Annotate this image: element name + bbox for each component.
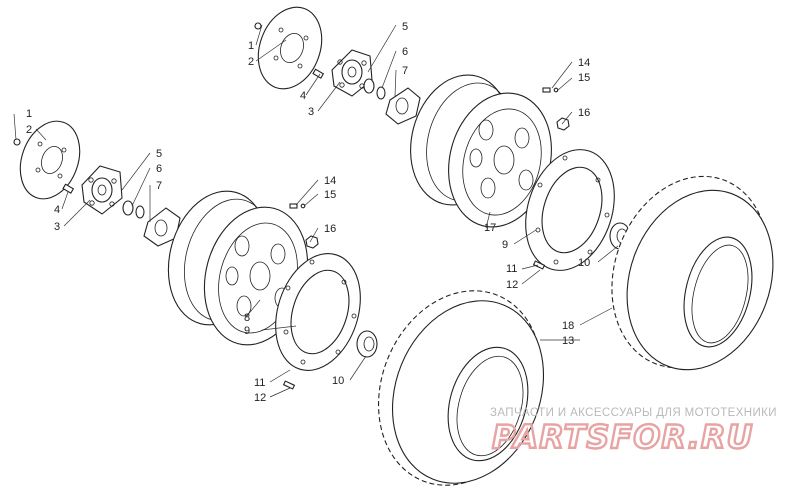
tire-lower [378,290,545,486]
hub-upper [331,49,373,97]
lug-nut-upper [556,117,570,131]
callout-b12: 12 [254,392,266,404]
hub-stud-upper [312,68,325,79]
callout-a1: 1 [248,40,254,52]
callout-a13: 13 [562,335,574,347]
callout-b16: 16 [324,223,336,235]
watermark-logo: PARTSFOR.RU [492,418,753,456]
valve-stem-lower [289,203,298,209]
rim-upper [410,74,552,228]
adapter-plate-upper [385,87,421,125]
callout-labels: 1 2 4 3 5 6 7 14 15 16 17 9 11 12 10 18 … [26,21,590,404]
watermark: ЗАПЧАСТИ И АКСЕССУАРЫ ДЛЯ МОТОТЕХНИКИ PA… [490,407,777,457]
beadlock-ring-lower [275,253,361,371]
valve-stem-upper [542,87,551,93]
callout-a5: 5 [402,21,408,33]
ring-bolt-upper [532,260,546,270]
callout-a6: 6 [402,46,408,58]
callout-b2: 2 [26,124,32,136]
callout-b15: 15 [324,189,336,201]
hub-stud-lower [62,183,75,194]
callout-b14: 14 [324,175,336,187]
callout-a4: 4 [300,90,306,102]
callout-a15: 15 [578,72,590,84]
callout-a11: 11 [506,263,517,275]
callout-b10: 10 [332,375,344,387]
callout-a9: 9 [502,239,508,251]
valve-cap-upper [553,87,559,93]
valve-cap-lower [300,203,306,209]
disc-bolt-lower [13,138,21,146]
callout-b6: 6 [156,163,162,175]
beadlock-ring-upper [525,149,615,271]
washer-upper [376,86,386,100]
disc-bolt-upper [254,22,262,30]
brake-disc-upper [257,6,323,90]
hub-nut-upper [363,78,375,94]
callout-a10: 10 [578,257,590,269]
callout-b8: 8 [244,312,250,324]
callout-b9: 9 [244,325,250,337]
lug-nut-lower [305,235,319,249]
callout-b7: 7 [156,180,162,192]
callout-a12: 12 [506,279,518,291]
callout-b11: 11 [254,377,265,389]
callout-a17: 17 [484,222,496,234]
callout-a14: 14 [578,57,590,69]
callout-a16: 16 [578,107,590,119]
leader-lines [13,24,619,398]
callout-a7: 7 [402,65,408,77]
callout-a18: 18 [562,320,574,332]
watermark-tagline: ЗАПЧАСТИ И АКСЕССУАРЫ ДЛЯ МОТОТЕХНИКИ [490,407,777,419]
brake-disc-lower [19,120,81,200]
hub-lower [81,165,123,215]
callout-a3: 3 [308,106,314,118]
tire-upper [611,175,774,371]
center-cap-lower [356,330,378,358]
ring-bolt-lower [282,380,296,390]
callout-b1: 1 [26,108,32,120]
washer-lower [135,205,145,219]
callout-b4: 4 [54,204,60,216]
hub-nut-lower [122,200,134,216]
callout-b5: 5 [156,148,162,160]
callout-b3: 3 [54,221,60,233]
callout-a2: 2 [248,56,254,68]
